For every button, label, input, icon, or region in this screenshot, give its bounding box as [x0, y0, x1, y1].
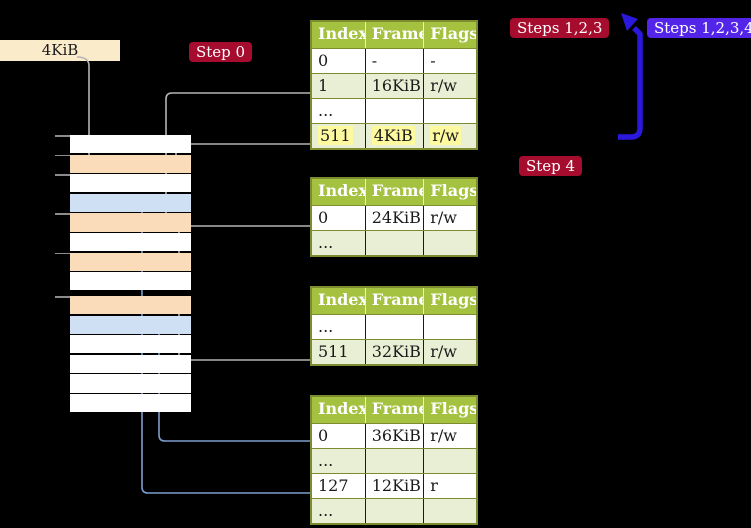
table-cell: 127 — [318, 476, 349, 495]
memory-row-free — [70, 174, 191, 193]
memory-row-free — [70, 394, 191, 413]
column-header: Frame — [364, 397, 423, 423]
recursive-loop-arrow — [618, 26, 643, 140]
table-cell: 4KiB — [364, 124, 424, 148]
table-cell: ... — [318, 451, 334, 470]
memory-tick — [55, 174, 70, 176]
table-cell: 511 — [312, 124, 365, 148]
table-cell: r — [423, 474, 476, 498]
table-cell: 1 — [318, 76, 329, 95]
table-cell — [423, 499, 476, 523]
table-cell: 0 — [318, 426, 329, 445]
table-cell: r/w — [423, 74, 476, 98]
table-cell: r/w — [423, 206, 476, 230]
table-row: ... — [312, 230, 476, 255]
table-row: ... — [312, 98, 476, 123]
memory-tick — [55, 296, 70, 298]
table-row: ... — [312, 314, 476, 339]
column-header: Index — [318, 181, 365, 200]
memory-row-page-table — [70, 213, 191, 232]
table-cell: 0 — [318, 208, 329, 227]
table-cell: 16KiB — [364, 74, 424, 98]
table-cell — [364, 315, 424, 339]
column-header: Frame — [364, 288, 423, 314]
table-cell: - — [364, 49, 424, 73]
table-cell: r/w — [423, 424, 476, 448]
table-cell: 36KiB — [364, 424, 424, 448]
table-cell: 12KiB — [364, 474, 424, 498]
table-cell — [423, 449, 476, 473]
memory-tick — [55, 252, 70, 255]
recursive-loop-arrowhead-icon — [621, 13, 638, 31]
column-header: Index — [318, 399, 365, 418]
table-cell — [364, 499, 424, 523]
table-cell — [423, 231, 476, 255]
memory-tick — [55, 213, 70, 215]
memory-row-free — [70, 135, 191, 154]
steps-123-badge: Steps 1,2,3 — [510, 18, 610, 38]
column-header: Index — [318, 24, 365, 43]
column-header: Flags — [423, 288, 476, 314]
frame-size-label: 4KiB — [0, 40, 120, 61]
memory-row-free — [70, 272, 191, 291]
highlighted-value: r/w — [430, 126, 461, 145]
memory-row-free — [70, 233, 191, 252]
table-cell: 0 — [318, 51, 329, 70]
table-row: 0 -- — [312, 48, 476, 73]
table-cell: - — [423, 49, 476, 73]
table-cell: ... — [318, 233, 334, 252]
table-cell: 24KiB — [364, 206, 424, 230]
column-header: Flags — [423, 179, 476, 205]
table-cell: r/w — [423, 340, 476, 364]
memory-tick — [55, 135, 70, 137]
table-cell: r/w — [423, 124, 476, 148]
highlighted-value: 4KiB — [371, 126, 415, 145]
memory-row-free — [70, 354, 191, 373]
memory-tick — [55, 154, 70, 157]
column-header: Flags — [423, 397, 476, 423]
column-header: Index — [318, 290, 365, 309]
table-cell: ... — [318, 317, 334, 336]
table-cell — [364, 231, 424, 255]
column-header: Frame — [364, 179, 423, 205]
table-cell: ... — [318, 101, 334, 120]
table-cell: 511 — [318, 342, 349, 361]
table-row: ... — [312, 448, 476, 473]
row-511-marker-dash — [480, 130, 485, 134]
highlighted-value: 511 — [318, 126, 353, 145]
table-cell — [423, 99, 476, 123]
memory-row-mapped-page — [70, 315, 191, 334]
step-4-badge: Step 4 — [519, 156, 583, 176]
table-cell: ... — [318, 501, 334, 520]
column-header: Frame — [364, 22, 423, 48]
memory-row-page-table — [70, 296, 191, 315]
memory-row-free — [70, 335, 191, 354]
column-header: Flags — [423, 22, 476, 48]
table-row: ... — [312, 498, 476, 523]
memory-row-page-table — [70, 252, 191, 271]
memory-row-page-table — [70, 154, 191, 173]
table-cell — [364, 449, 424, 473]
memory-row-mapped-page — [70, 193, 191, 212]
steps-1234-badge: Steps 1,2,3,4 — [647, 18, 751, 38]
table-cell — [423, 315, 476, 339]
step-0-badge: Step 0 — [189, 42, 253, 62]
table-cell — [364, 99, 424, 123]
table-row: 511 4KiB r/w — [312, 123, 476, 148]
table-cell: 32KiB — [364, 340, 424, 364]
memory-row-free — [70, 374, 191, 393]
